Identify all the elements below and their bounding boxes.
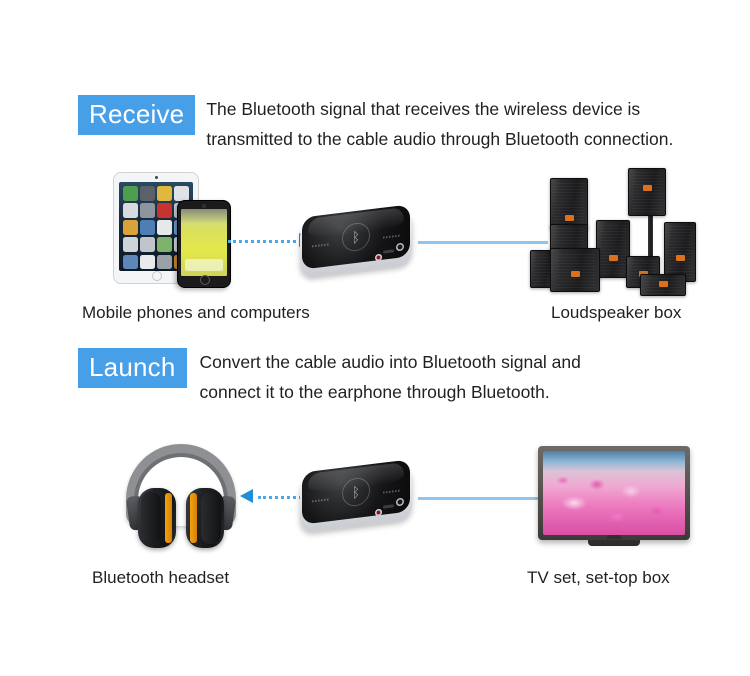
connector-receiver-to-headset xyxy=(234,482,326,510)
launch-heading-row: Launch Convert the cable audio into Blue… xyxy=(78,348,581,407)
mobile-devices-image xyxy=(105,168,240,290)
tablet-home-button-icon xyxy=(152,271,162,281)
app-icon xyxy=(123,186,138,201)
connector-tv-to-transmitter xyxy=(418,488,548,508)
app-icon xyxy=(157,220,172,235)
caption-loudspeaker-box: Loudspeaker box xyxy=(551,303,682,322)
device-led-strip-left xyxy=(312,243,329,248)
app-icon xyxy=(123,254,138,270)
app-icon xyxy=(123,237,138,252)
phone-home-button-icon xyxy=(200,275,210,285)
bluetooth-icon: ᛒ xyxy=(351,228,361,246)
loudspeaker-box-image xyxy=(528,168,720,296)
tablet-icon xyxy=(113,172,199,284)
earcup-orange-stripe xyxy=(165,493,172,543)
tv-stand xyxy=(588,538,640,546)
app-icon xyxy=(174,186,189,201)
tv-screen xyxy=(543,451,685,535)
dotted-wireless-line xyxy=(258,496,326,499)
tablet-screen xyxy=(119,182,193,271)
speaker-stage-monitor xyxy=(640,274,686,296)
app-icon xyxy=(157,237,172,252)
app-icon xyxy=(140,203,155,218)
connector-receiver-to-speakers xyxy=(418,232,548,252)
app-icon xyxy=(140,237,155,252)
tv-bezel xyxy=(538,446,690,540)
headphone-earcup-right xyxy=(186,488,224,548)
app-icon xyxy=(157,203,172,218)
speaker-cabinet xyxy=(596,220,630,278)
bluetooth-receiver-device-top: ᛒ xyxy=(300,204,418,278)
smartphone-icon xyxy=(177,200,231,288)
app-icon xyxy=(157,186,172,201)
app-icon xyxy=(140,254,155,270)
bluetooth-headset-image xyxy=(116,444,246,554)
earcup-pad xyxy=(201,492,221,544)
audio-cable-line xyxy=(418,241,548,244)
app-icon xyxy=(140,220,155,235)
headphone-headband-inner xyxy=(134,453,228,523)
receive-badge: Receive xyxy=(78,95,196,135)
arrow-left-icon xyxy=(240,489,253,503)
phone-camera-icon xyxy=(202,204,206,208)
earcup-orange-stripe xyxy=(190,493,197,543)
launch-description: Convert the cable audio into Bluetooth s… xyxy=(199,352,581,402)
speaker-cabinet xyxy=(628,168,666,216)
app-icon xyxy=(140,186,155,201)
dotted-wireless-line xyxy=(228,240,296,243)
caption-bluetooth-headset: Bluetooth headset xyxy=(92,568,230,587)
tv-brand-logo xyxy=(607,535,621,539)
app-icon xyxy=(157,254,172,270)
tablet-camera-icon xyxy=(154,176,158,179)
device-led-strip-left xyxy=(312,498,329,503)
app-icon xyxy=(123,220,138,235)
caption-tv-set-set-top-box: TV set, set-top box xyxy=(527,568,670,587)
receive-description: The Bluetooth signal that receives the w… xyxy=(206,99,674,149)
receive-heading-row: Receive The Bluetooth signal that receiv… xyxy=(78,95,673,154)
app-icon xyxy=(123,203,138,218)
caption-mobile-phones-and-computers: Mobile phones and computers xyxy=(82,303,310,322)
device-led-strip-right xyxy=(383,234,400,239)
speaker-cabinet xyxy=(550,178,588,230)
speaker-cabinet xyxy=(664,222,696,282)
speaker-subwoofer xyxy=(550,248,600,292)
speaker-pole xyxy=(648,202,653,266)
bluetooth-icon: ᛒ xyxy=(351,483,361,501)
phone-screen xyxy=(181,209,227,276)
headphone-headband xyxy=(126,444,236,526)
device-led-strip-right xyxy=(383,489,400,494)
earcup-pad xyxy=(141,492,161,544)
headphone-earcup-left xyxy=(138,488,176,548)
bluetooth-transmitter-device-bottom: ᛒ xyxy=(300,459,418,533)
tv-set-image xyxy=(538,446,690,550)
launch-badge: Launch xyxy=(78,348,187,388)
audio-cable-line xyxy=(418,497,548,500)
